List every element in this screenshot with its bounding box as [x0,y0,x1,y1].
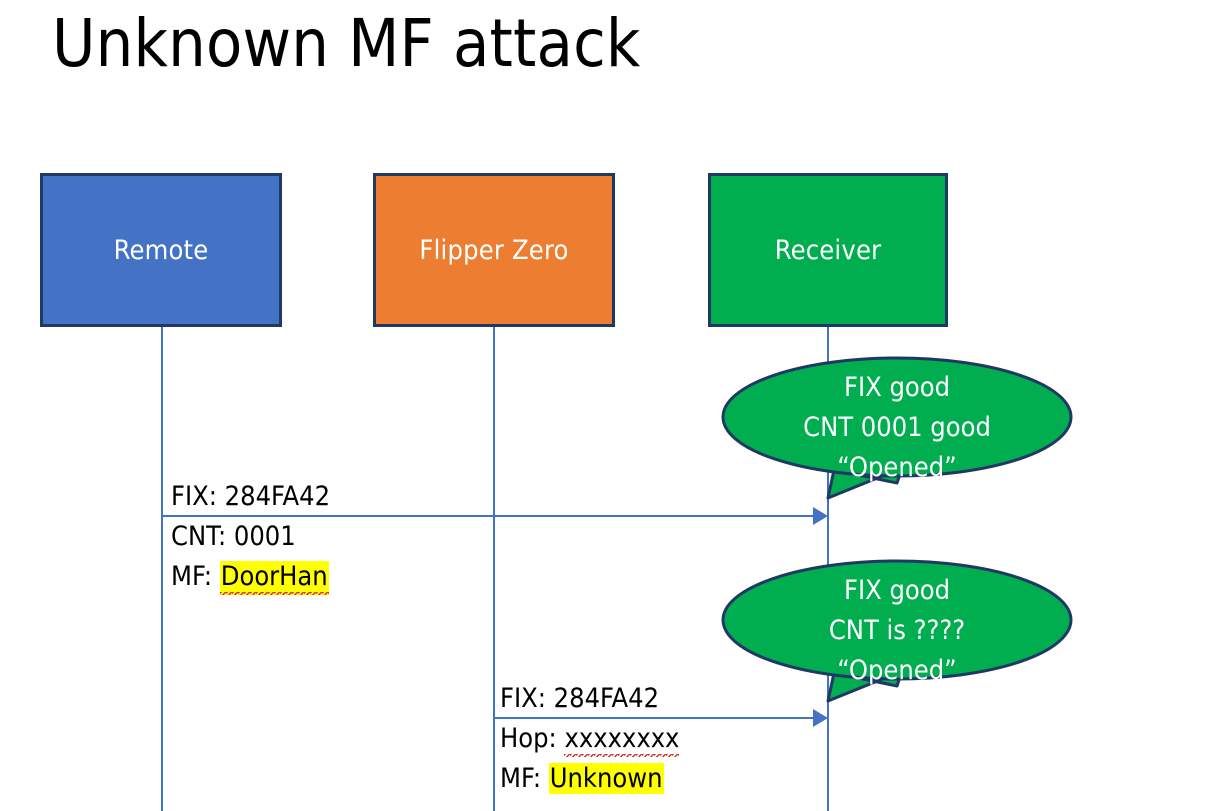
message-label-1: FIX: 284FA42 CNT: 0001 MF: DoorHan [171,477,330,597]
message-1-field-label-2: CNT: [171,521,234,552]
message-1-field-value-1: 284FA42 [224,481,331,512]
message-label-1-line-2: CNT: 0001 [171,517,330,557]
speech-bubble-first-reply[interactable]: FIX good CNT 0001 good “Opened” [721,356,1073,520]
message-2-field-label-2: Hop: [500,723,565,754]
message-label-2: FIX: 284FA42 Hop: xxxxxxxx MF: Unknown [500,679,680,799]
speech-bubble-shape-2 [721,559,1073,703]
actor-label-remote: Remote [113,234,209,266]
actor-box-flipper[interactable]: Flipper Zero [373,173,615,327]
speech-bubble-shape-1 [721,356,1073,500]
actor-label-flipper: Flipper Zero [419,234,569,266]
message-2-field-value-3: Unknown [548,763,664,794]
actor-box-remote[interactable]: Remote [40,173,282,327]
lifeline-remote [161,326,163,811]
message-arrow-line-2 [493,717,813,719]
message-2-field-label-3: MF: [500,763,549,794]
speech-bubble-second-reply[interactable]: FIX good CNT is ???? “Opened” [721,559,1073,723]
message-arrow-head-2 [813,709,828,727]
message-label-2-line-1: FIX: 284FA42 [500,679,679,719]
message-arrow-head-1 [813,507,828,525]
actor-label-receiver: Receiver [774,234,882,266]
page-title: Unknown MF attack [52,5,641,82]
message-label-2-line-3: MF: Unknown [500,759,679,799]
actor-box-receiver[interactable]: Receiver [708,173,948,327]
message-1-field-label-1: FIX: [171,481,225,512]
lifeline-flipper [493,326,495,811]
message-label-1-line-3: MF: DoorHan [171,557,330,597]
message-2-field-value-1: 284FA42 [553,683,660,714]
message-arrow-line-1 [161,515,813,517]
message-2-field-value-2: xxxxxxxx [564,723,680,757]
message-2-field-label-1: FIX: [500,683,554,714]
message-1-field-value-3: DoorHan [219,561,329,595]
message-1-field-label-3: MF: [171,561,220,592]
message-label-1-line-1: FIX: 284FA42 [171,477,330,517]
message-label-2-line-2: Hop: xxxxxxxx [500,719,680,759]
message-1-field-value-2: 0001 [233,521,296,552]
